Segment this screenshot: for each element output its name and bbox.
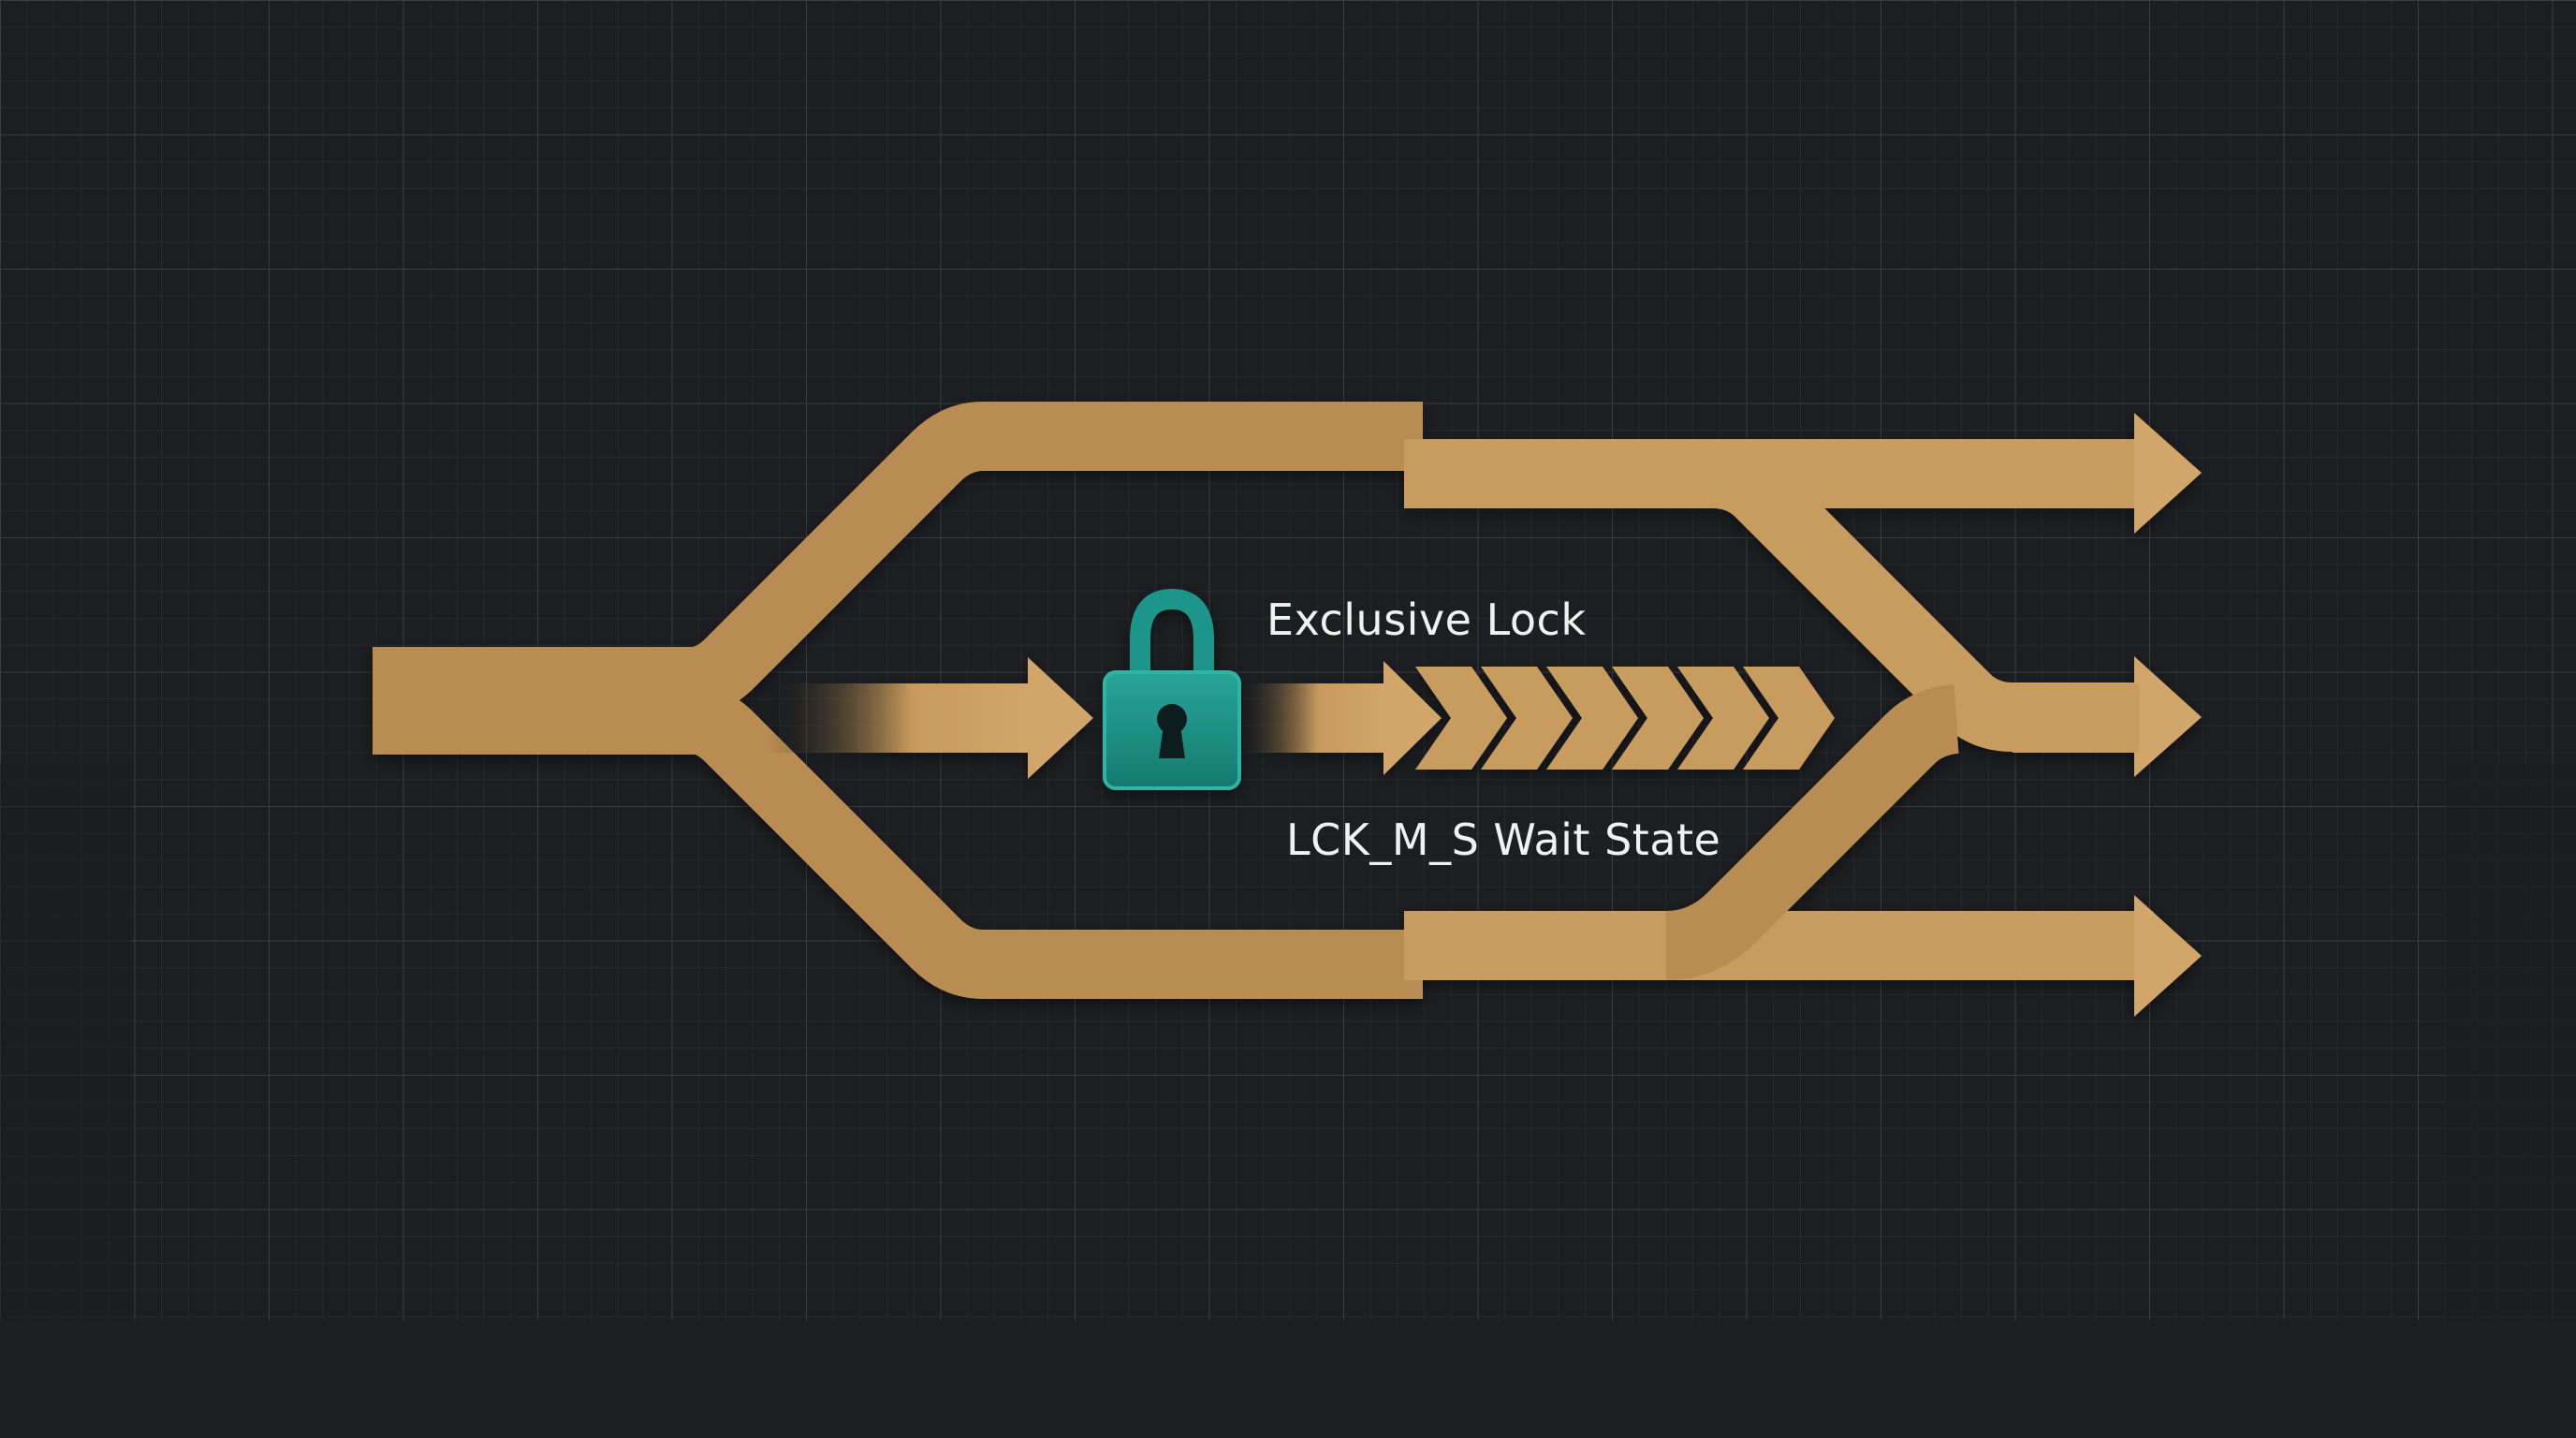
flow-paths bbox=[373, 402, 2202, 1017]
lower-lane-merge bbox=[1664, 684, 1960, 980]
queue-chevron-1 bbox=[1383, 661, 1442, 775]
grid-left-fade bbox=[0, 763, 131, 1325]
grid-right-fade bbox=[2445, 763, 2576, 1325]
output-arrow-middle bbox=[2134, 656, 2202, 777]
queue-chevron-4 bbox=[1546, 667, 1638, 770]
padlock-icon bbox=[1103, 588, 1241, 790]
queue-chevron-6 bbox=[1677, 667, 1769, 770]
queue-shaft bbox=[1236, 683, 1385, 753]
queue-chevron-3 bbox=[1481, 667, 1573, 770]
wait-state-label: LCK_M_S Wait State bbox=[1286, 814, 1720, 865]
middle-output-shaft bbox=[2012, 683, 2139, 753]
input-trunk bbox=[373, 682, 728, 755]
output-arrow-top bbox=[2134, 413, 2202, 534]
queue-chevron-7 bbox=[1743, 667, 1835, 770]
queue-chevron-5 bbox=[1612, 667, 1704, 770]
exclusive-lock-label: Exclusive Lock bbox=[1266, 594, 1587, 645]
bottom-band bbox=[0, 1320, 2576, 1438]
output-arrow-bottom bbox=[2134, 895, 2202, 1017]
center-arrow-shaft bbox=[768, 683, 1030, 753]
center-arrowhead bbox=[1028, 657, 1093, 779]
queue-chevron-2 bbox=[1415, 667, 1507, 770]
upper-branch-in bbox=[373, 402, 1423, 716]
